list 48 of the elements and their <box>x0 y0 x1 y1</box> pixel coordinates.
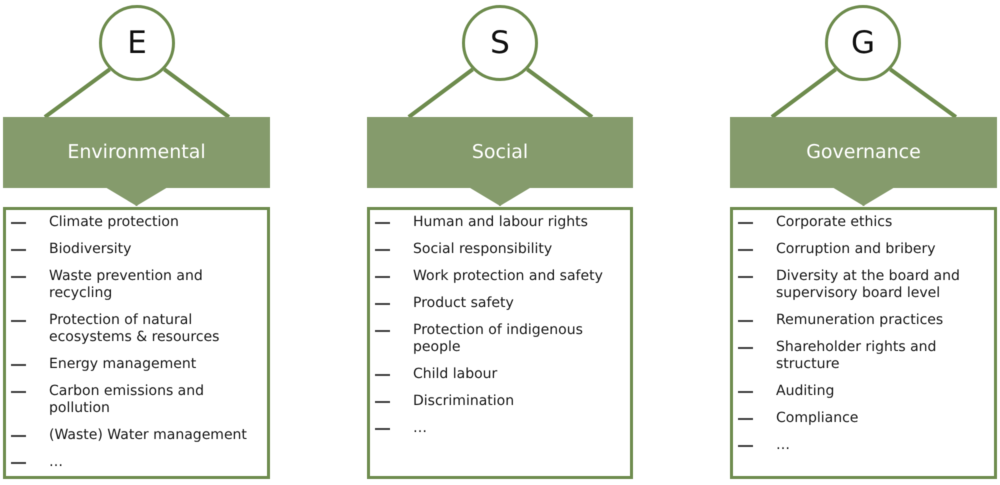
connector-line <box>163 68 230 119</box>
list-item: … <box>413 420 428 437</box>
list-item: Biodiversity <box>49 241 132 258</box>
topic-list-panel <box>730 207 997 479</box>
topic-list-panel <box>367 207 633 479</box>
category-banner <box>730 117 997 188</box>
list-item: Corporate ethics <box>776 214 894 231</box>
list-item: Product safety <box>413 295 515 312</box>
list-item: Diversity at the board and supervisory board level <box>776 268 961 302</box>
connector-line <box>408 68 474 119</box>
list-item: Child labour <box>413 366 498 383</box>
connector-line <box>889 68 958 119</box>
category-banner <box>367 117 633 188</box>
list-item: Carbon emissions and pollution <box>49 383 206 417</box>
list-item: … <box>776 437 791 454</box>
circle-letter: G <box>850 28 876 58</box>
list-item: Waste prevention and recycling <box>49 268 204 302</box>
circle-letter: E <box>127 28 147 58</box>
letter-circle <box>99 5 175 81</box>
connector-line <box>526 68 594 119</box>
list-item: Auditing <box>776 383 836 400</box>
list-item: Social responsibility <box>413 241 554 258</box>
banner-title: Social <box>472 141 528 164</box>
connector-line <box>44 68 111 119</box>
list-item: Work protection and safety <box>413 268 604 285</box>
banner-title: Governance <box>806 141 921 164</box>
circle-letter: S <box>490 28 510 58</box>
list-item: Energy management <box>49 356 198 373</box>
list-item: Remuneration practices <box>776 312 944 329</box>
list-item: Protection of natural ecosystems & resources <box>49 312 220 346</box>
letter-circle <box>462 5 538 81</box>
list-item: … <box>49 454 64 471</box>
list-item: Compliance <box>776 410 860 427</box>
list-item: Climate protection <box>49 214 180 231</box>
list-item: Human and labour rights <box>413 214 589 231</box>
list-item: (Waste) Water management <box>49 427 248 444</box>
banner-title: Environmental <box>67 141 206 164</box>
list-item: Discrimination <box>413 393 516 410</box>
topic-list-panel <box>3 207 270 479</box>
connector-line <box>770 68 837 119</box>
category-banner <box>3 117 270 188</box>
arrow <box>106 188 166 206</box>
list-item: Shareholder rights and structure <box>776 339 938 373</box>
list-item: Protection of indigenous people <box>413 322 584 356</box>
arrow <box>470 188 530 206</box>
arrow <box>834 188 894 206</box>
list-item: Corruption and bribery <box>776 241 936 258</box>
letter-circle <box>825 5 901 81</box>
